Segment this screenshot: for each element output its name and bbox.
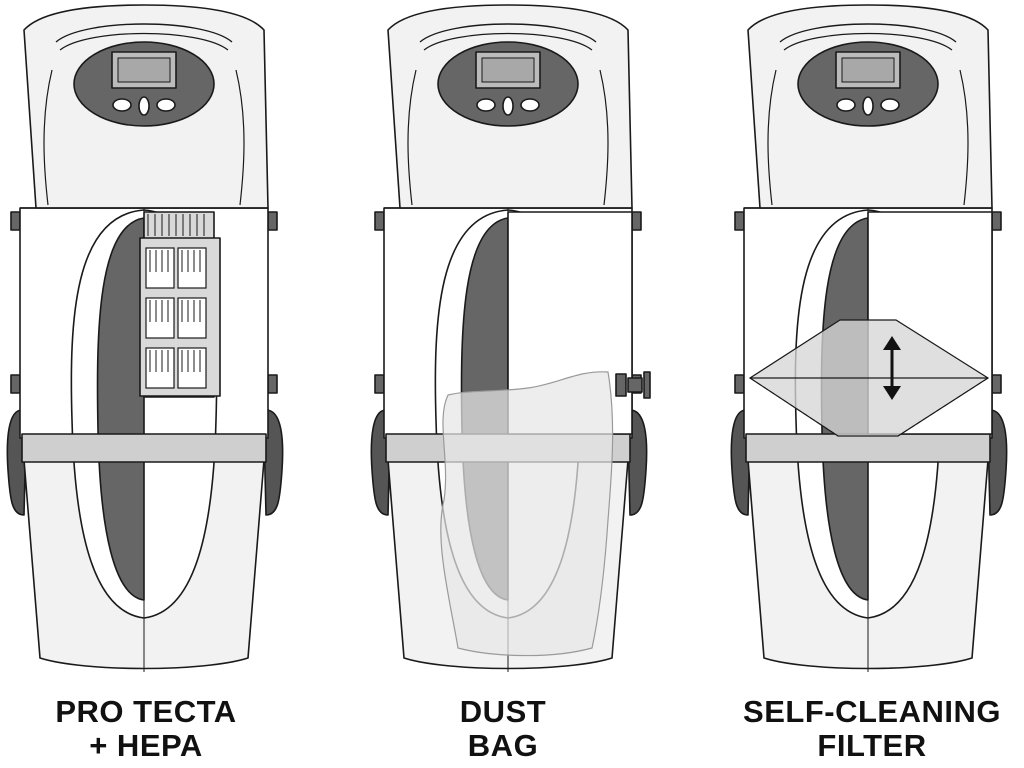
units-layer: [6, 4, 1008, 672]
mount-tab-left-lower: [374, 374, 385, 394]
body-band: [745, 433, 991, 463]
head-contour-left: [407, 69, 417, 206]
top-arc-outer: [55, 23, 233, 43]
mount-tab-right: [991, 211, 1002, 231]
caption-dust-bag: DUST BAG: [343, 695, 663, 763]
oval-window-dark: [96, 217, 145, 601]
button-right: [156, 98, 176, 112]
mount-tab-right: [631, 211, 642, 231]
caption-line-1: DUST: [459, 694, 547, 729]
dust-bag-overlay: [440, 211, 651, 657]
top-arc-inner: [783, 32, 953, 51]
mount-tab-left: [374, 211, 385, 231]
bag-inlet-ring: [615, 373, 627, 397]
body-band: [21, 433, 267, 463]
caption-self-cleaning-filter: SELF-CLEANING FILTER: [712, 695, 1024, 763]
caption-line-1: SELF-CLEANING: [743, 694, 1001, 729]
hepa-cell: [177, 347, 207, 389]
mount-tab-left-lower: [734, 374, 745, 394]
hepa-cell: [177, 297, 207, 339]
top-arc-outer: [419, 23, 597, 43]
dust-bag: [440, 371, 614, 657]
button-right: [880, 98, 900, 112]
head-contour-right: [235, 69, 245, 206]
button-center: [862, 96, 874, 116]
head-contour-left: [43, 69, 53, 206]
top-arc-inner: [423, 32, 593, 51]
lcd-screen-inner: [841, 57, 895, 83]
mount-tab-right: [267, 211, 278, 231]
vacuum-unit-dust-bag: [370, 4, 651, 672]
head-contour-right: [599, 69, 609, 206]
mount-tab-left: [10, 211, 21, 231]
vacuum-unit-self-cleaning-filter: [730, 4, 1008, 672]
hepa-filter-cartridge: [139, 211, 221, 398]
button-left: [836, 98, 856, 112]
bag-inlet-flange: [643, 371, 651, 399]
double-vertical-arrow-icon: [883, 336, 901, 400]
button-left: [112, 98, 132, 112]
caption-line-2: BAG: [467, 728, 539, 763]
head-contour-right: [959, 69, 969, 206]
caption-pro-tecta-hepa: PRO TECTA + HEPA: [0, 695, 306, 763]
top-arc-inner: [59, 32, 229, 51]
hepa-cell: [177, 247, 207, 289]
caption-line-2: + HEPA: [89, 728, 203, 763]
button-center: [502, 96, 514, 116]
hepa-cell: [145, 297, 175, 339]
self-cleaning-filter-overlay: [748, 211, 993, 437]
mount-tab-left-lower: [10, 374, 21, 394]
lcd-screen-inner: [117, 57, 171, 83]
hepa-cell: [145, 347, 175, 389]
caption-line-1: PRO TECTA: [55, 694, 237, 729]
caption-line-2: FILTER: [817, 728, 927, 763]
cone-hidden-edge: [749, 377, 989, 437]
mount-tab-left: [734, 211, 745, 231]
top-arc-outer: [779, 23, 957, 43]
lcd-screen-inner: [481, 57, 535, 83]
head-contour-left: [767, 69, 777, 206]
vacuum-unit-pro-tecta-hepa: [6, 4, 284, 672]
hepa-cell: [145, 247, 175, 289]
button-left: [476, 98, 496, 112]
arrow-head-up: [883, 336, 901, 350]
mount-tab-right-lower: [267, 374, 278, 394]
arrow-head-down: [883, 386, 901, 400]
mount-tab-right-lower: [991, 374, 1002, 394]
button-right: [520, 98, 540, 112]
bag-inlet-pipe: [627, 377, 643, 393]
button-center: [138, 96, 150, 116]
